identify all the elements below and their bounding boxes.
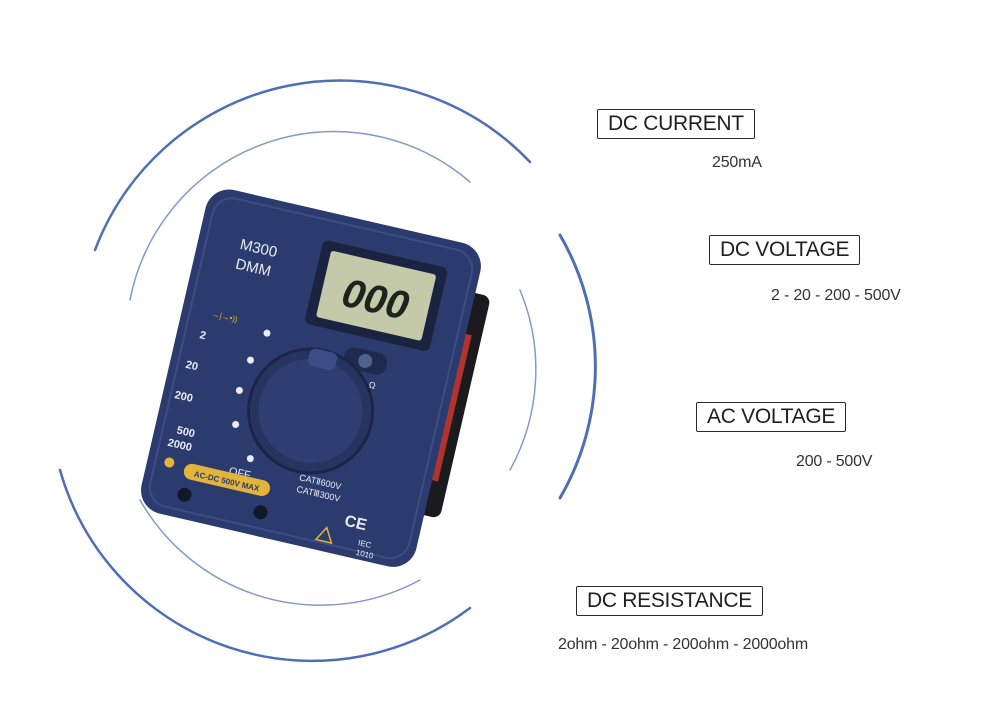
range-dot: [246, 356, 254, 364]
com-jack[interactable]: [176, 486, 193, 503]
spec-label-dc-current: DC CURRENT: [597, 109, 755, 139]
inner-ring-arc-right: [509, 289, 537, 471]
spec-label-ac-voltage: AC VOLTAGE: [696, 402, 847, 432]
range-label-500: 500: [175, 425, 196, 441]
function-switch-knob[interactable]: [357, 353, 374, 370]
decorative-rings: [58, 79, 597, 663]
range-dot: [232, 420, 240, 428]
caution-icon: [314, 526, 333, 545]
ce-mark: CE: [343, 513, 369, 535]
range-label-2: 2: [198, 329, 207, 342]
outer-ring-arc-bottom: [58, 468, 472, 663]
outer-ring-arc-top: [93, 79, 532, 252]
warning-strip: [183, 463, 271, 497]
range-label-2000: 2000: [166, 437, 193, 454]
lcd-screen: [316, 251, 436, 341]
v-ohm-jack[interactable]: [252, 504, 269, 521]
spec-value-ac-voltage: 200 - 500V: [796, 453, 873, 470]
inner-ring-arc-bottom: [139, 499, 421, 606]
range-dot: [235, 386, 243, 394]
rotary-dial-pointer[interactable]: [307, 347, 338, 371]
range-dot: [246, 455, 254, 463]
spec-value-dc-voltage: 2 - 20 - 200 - 500V: [771, 287, 901, 304]
outer-ring-arc-right: [558, 233, 597, 500]
spec-label-dc-voltage: DC VOLTAGE: [709, 235, 861, 265]
spec-value-dc-current: 250mA: [712, 154, 762, 171]
rotary-dial-face[interactable]: [248, 349, 373, 474]
spec-label-dc-resistance: DC RESISTANCE: [576, 586, 763, 616]
spec-value-dc-resistance: 2ohm - 20ohm - 200ohm - 2000ohm: [558, 636, 808, 653]
meter-body-edge: [148, 197, 474, 560]
inner-ring-arc-top: [129, 130, 471, 301]
range-dot: [263, 329, 271, 337]
ground-symbol-icon: [164, 457, 175, 468]
range-label-200: 200: [173, 389, 194, 405]
multimeter: 000 M300 DMM V V A Ω →|→•)) 2 20 200 500…: [141, 189, 490, 567]
iec-number: 1010: [355, 548, 375, 561]
range-label-20: 20: [184, 359, 199, 373]
iec-label: IEC: [357, 538, 372, 550]
